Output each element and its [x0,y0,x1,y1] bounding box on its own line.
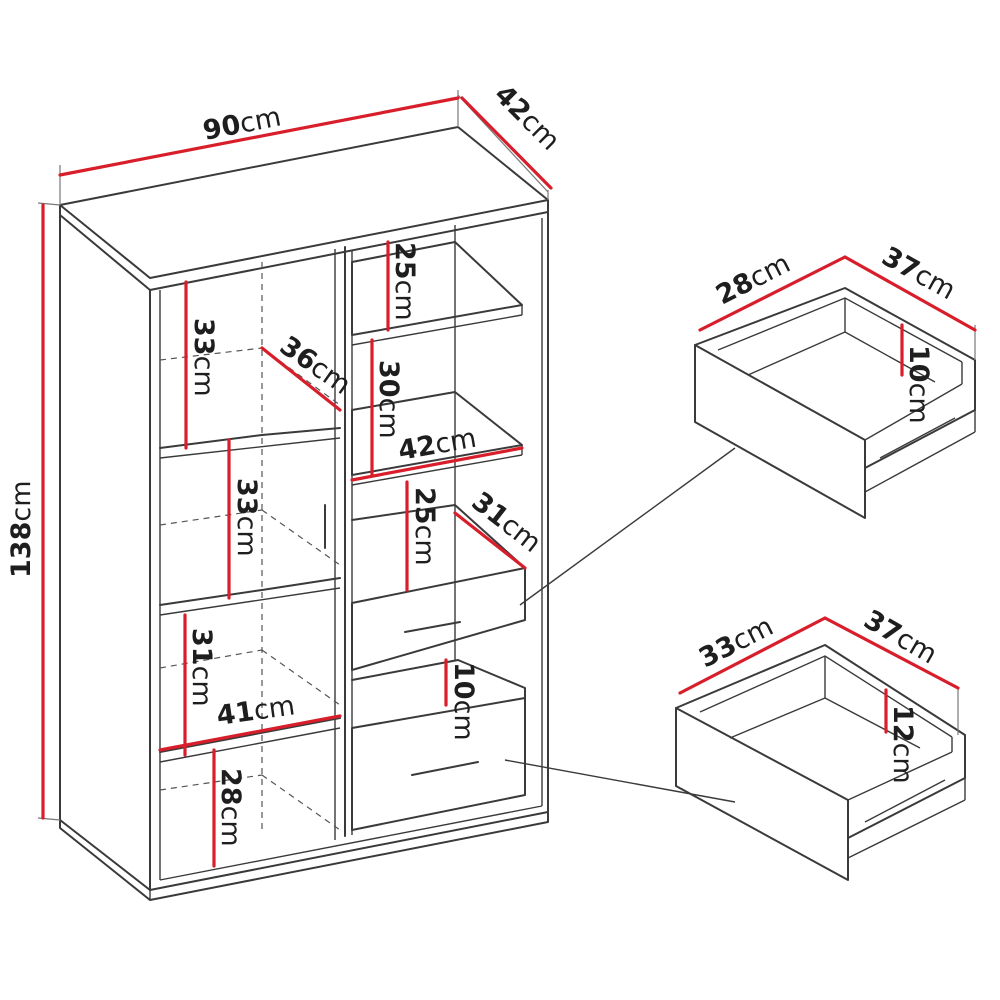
left-door [324,246,346,840]
label-right-drawer-gap: 10cm [448,662,479,741]
label-large-drawer-depth: 37cm [859,604,943,670]
bottom-drawer-handle [411,761,479,776]
small-drawer-detail [694,255,977,519]
cabinet-drawing [37,90,549,901]
top-drawer-handle [404,621,461,633]
label-small-drawer-height: 10cm [903,345,934,424]
right-compartments [351,225,526,835]
cabinet-dimension-lines [41,96,553,868]
top-drawer-front [351,567,526,671]
label-left-lower-height: 31cm [186,628,217,707]
bottom-drawer-front [351,697,526,831]
cabinet-plinth [59,811,549,901]
label-overall-depth: 42cm [488,79,566,157]
label-right-top-height: 25cm [389,242,420,321]
label-right-third-depth: 31cm [466,486,547,559]
label-left-width: 41cm [215,690,297,732]
cabinet-top [59,126,549,279]
label-right-third-height: 25cm [409,487,440,566]
large-drawer-detail [675,616,966,881]
leader-line-top-drawer [519,447,736,606]
label-large-drawer-height: 12cm [887,705,918,784]
label-right-width: 42cm [396,423,479,467]
leader-line-bottom-drawer [504,759,736,803]
label-right-second-height: 30cm [373,360,404,439]
label-left-top-height: 33cm [188,318,219,397]
label-overall-width: 90cm [200,101,283,146]
label-left-bottom-height: 28cm [215,768,246,847]
label-left-mid-height: 33cm [231,478,262,557]
label-overall-height: 138cm [6,480,37,578]
